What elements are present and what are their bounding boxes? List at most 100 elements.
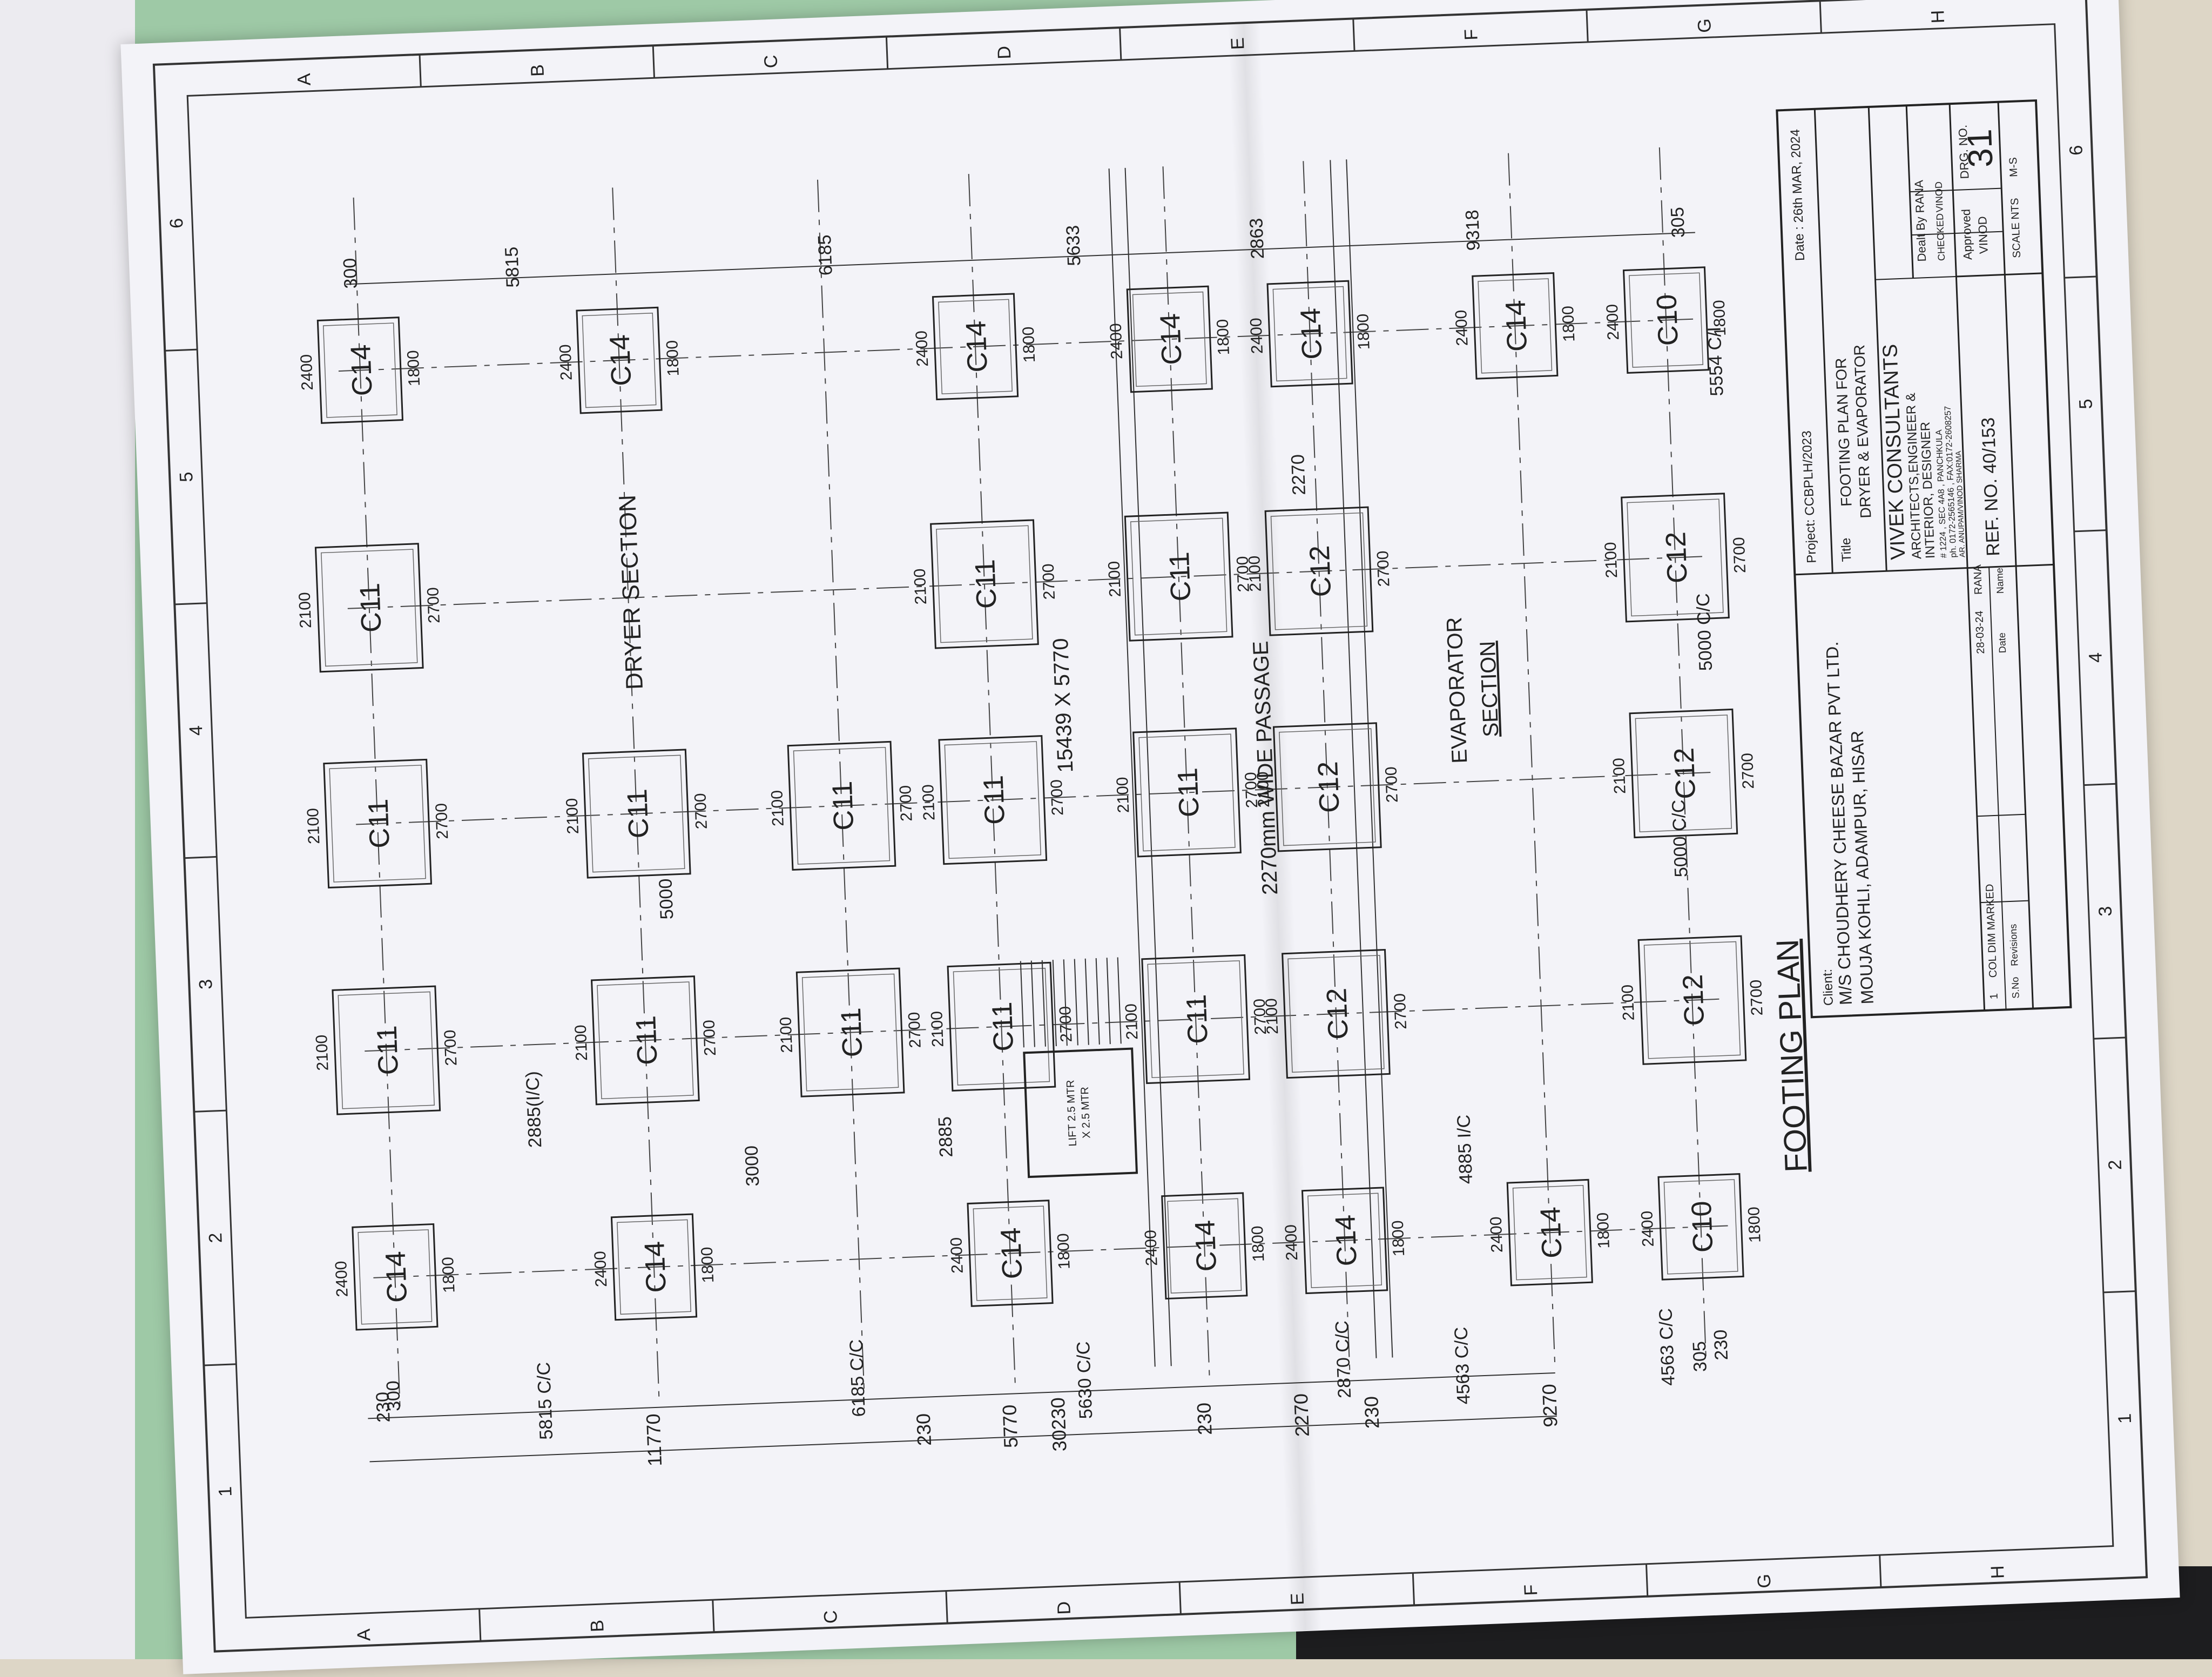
- left-dim-7-text: 4563 C/C: [1655, 1308, 1678, 1386]
- title-block: Project: CCBPLH/2023 Date : 26th MAR, 20…: [1776, 99, 2072, 1019]
- footing-inner: [1629, 272, 1704, 368]
- evaporator-section-label-2: SECTION: [1476, 641, 1503, 737]
- left-dim-2: 5815 C/C: [534, 1362, 557, 1440]
- footing-dim-width: 2100: [572, 1025, 591, 1061]
- right-dim-6-text: 305: [1667, 207, 1689, 238]
- grid-line: [817, 179, 865, 1389]
- footing-outline: [947, 961, 1056, 1092]
- left-dim-7: 4563 C/C: [1655, 1308, 1678, 1386]
- stair-tread: [1030, 960, 1035, 1047]
- border-tick: [174, 602, 207, 605]
- footing-dim-width-text: 2100: [928, 1011, 947, 1047]
- column-label-C11-text: C11: [354, 582, 387, 633]
- footing-dim-width-text: 2100: [768, 790, 787, 826]
- stair-tread: [1052, 960, 1057, 1047]
- footing-dim-length: 1800: [663, 340, 683, 376]
- footing-outline: [1126, 285, 1213, 393]
- footing-inner: [1635, 715, 1732, 832]
- footing-dim-width: 2400: [1107, 323, 1127, 360]
- right-dim-5: 9318: [1462, 210, 1484, 251]
- span-dim-5-text: 5000 C/C: [1668, 799, 1691, 878]
- dealt-by-label: Dealt By: [1913, 217, 1928, 262]
- footing-dim-width: 2100: [563, 798, 583, 834]
- footing-inner: [1643, 941, 1741, 1059]
- left-dim-6-text: 4563 C/C: [1451, 1326, 1474, 1405]
- footing-dim-length: 2700: [1251, 998, 1270, 1035]
- rev-header-sno: S.No: [2009, 976, 2021, 999]
- footing-dim-width: 2400: [913, 331, 932, 367]
- footing-dim-width: 2100: [777, 1016, 796, 1053]
- footing-dim-width: 2100: [1263, 998, 1282, 1035]
- column-label-C14: C14: [380, 1250, 414, 1303]
- border-tick: [945, 1591, 948, 1624]
- zone-letter-top-C: C: [760, 55, 781, 69]
- zone-number-left-6-text: 6: [166, 218, 187, 228]
- zone-number-left-3-text: 3: [195, 979, 217, 989]
- footing-dim-length: 2700: [1730, 537, 1750, 574]
- border-tick: [165, 348, 198, 352]
- column-label-C11: C11: [978, 774, 1011, 825]
- right-dim-3-text: 5633: [1063, 225, 1085, 266]
- column-label-C12-text: C12: [1660, 531, 1694, 584]
- zone-letter-bottom-C-text: C: [820, 1610, 841, 1624]
- footing-plan-drawing: AABBCCDDEEFFGGHH112233445566 C1424001800…: [152, 0, 2148, 1653]
- footing-dim-width-text: 2100: [1245, 555, 1265, 592]
- footing-dim-length-text: 1800: [1249, 1225, 1268, 1262]
- zone-letter-top-C-text: C: [760, 55, 781, 69]
- border-tick: [885, 36, 889, 69]
- column-label-C14: C14: [639, 1241, 672, 1294]
- footing-dim-length: 2700: [896, 785, 916, 821]
- footing-dim-width: 2400: [1247, 318, 1266, 354]
- lift-label-2: X 2.5 MTR: [1079, 1087, 1093, 1139]
- drg-no-value: 31: [1960, 129, 2000, 169]
- zone-letter-top-F-text: F: [1461, 29, 1482, 41]
- footing-outline: [582, 749, 691, 879]
- footing-outline: [1272, 722, 1382, 852]
- reference-number: REF. NO. 40/153: [1978, 417, 2004, 556]
- grid-line: [1162, 166, 1210, 1376]
- left-dim-0-text: 230: [373, 1391, 394, 1423]
- left-total-0-text: 30230: [1047, 1397, 1071, 1452]
- zone-number-left-4-text: 4: [186, 725, 207, 736]
- stair-tread: [1095, 958, 1100, 1045]
- column-label-C11-text: C11: [372, 1025, 404, 1076]
- footing-outline: [1629, 708, 1738, 839]
- footing-dim-width: 2400: [298, 354, 317, 390]
- zone-number-right-5: 5: [2075, 399, 2096, 409]
- grid-line: [1303, 161, 1351, 1370]
- stair-tread: [1020, 961, 1024, 1048]
- passage-line: [1330, 160, 1377, 1358]
- scale-label: SCALE NTS: [2009, 198, 2023, 258]
- border-tick: [1586, 9, 1589, 42]
- zone-letter-bottom-E: E: [1287, 1593, 1308, 1606]
- left-total-3: 230: [912, 1413, 935, 1446]
- footing-dim-length-text: 1800: [1745, 1207, 1764, 1243]
- footing-dim-width: 2400: [1142, 1230, 1161, 1267]
- grid-line: [347, 556, 1708, 609]
- footing-dim-length: 1800: [1389, 1220, 1408, 1257]
- left-dim-4: 5630 C/C: [1073, 1341, 1096, 1419]
- right-dim-1-text: 5815: [501, 246, 523, 288]
- border-tick: [1178, 1581, 1182, 1614]
- column-label-C12-text: C12: [1677, 974, 1711, 1027]
- title-line-2: DRYER & EVAPORATOR: [1851, 345, 1874, 519]
- footing-dim-length-text: 2700: [1730, 537, 1750, 574]
- passage-line: [1124, 167, 1172, 1366]
- footing-dim-width-text: 2400: [1247, 318, 1266, 354]
- zone-letter-top-F: F: [1461, 29, 1482, 41]
- footing-inner: [1147, 960, 1244, 1079]
- column-label-C14: C14: [345, 344, 379, 397]
- column-label-C11-text: C11: [1164, 551, 1197, 602]
- footing-dim-length-text: 1800: [1389, 1220, 1408, 1257]
- footing-dim-width: 2400: [947, 1237, 967, 1274]
- footing-inner: [953, 967, 1050, 1086]
- title-line-1: FOOTING PLAN FOR: [1832, 358, 1855, 507]
- footing-inner: [1138, 733, 1236, 852]
- rev-header-date: Date: [1997, 632, 2008, 654]
- footing-outline: [1266, 280, 1353, 388]
- left-total-6: 230: [1360, 1396, 1383, 1429]
- footing-dim-width-text: 2400: [1142, 1230, 1161, 1267]
- border-tick: [2064, 275, 2097, 279]
- span-dim-7: 5554 C/I: [1704, 326, 1728, 396]
- footing-dim-width-text: 2100: [911, 568, 930, 605]
